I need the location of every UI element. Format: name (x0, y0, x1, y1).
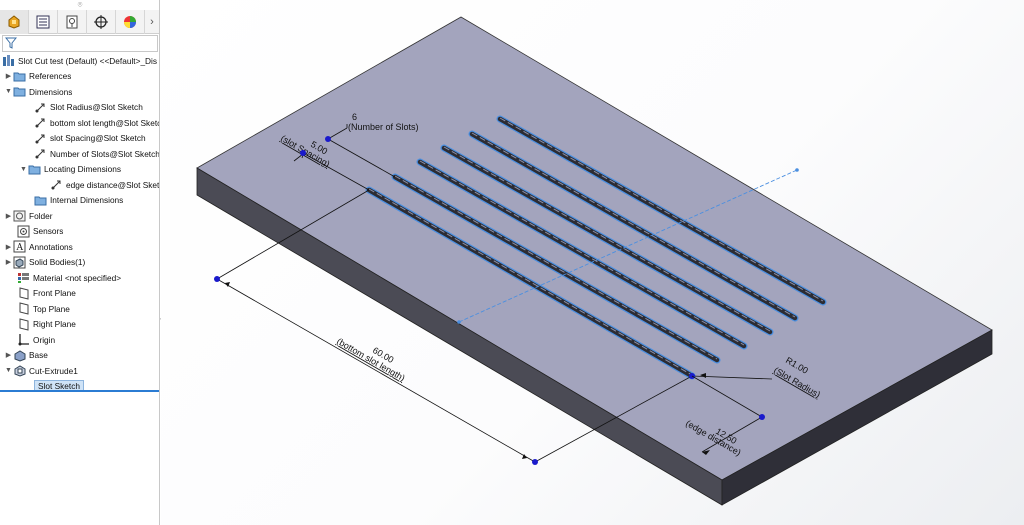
tab-dimxpert-manager[interactable] (87, 10, 116, 34)
expand-arrow-icon[interactable]: ▶ (5, 352, 12, 360)
dimension-icon (34, 101, 47, 114)
sensor-icon (17, 225, 30, 238)
folder-icon (34, 194, 47, 207)
slot-centerline (368, 188, 693, 376)
tree-item-dimension[interactable]: Number of Slots@Slot Sketch (0, 146, 159, 162)
expand-arrow-icon[interactable]: ▶ (5, 243, 12, 251)
plane-icon (17, 287, 30, 300)
plate-right-face[interactable] (721, 329, 993, 506)
tree-item-dimensions[interactable]: ▼ Dimensions (5, 85, 73, 98)
slot-centerline (471, 132, 796, 318)
tree-item-locating-dimensions[interactable]: ▼ Locating Dimensions (20, 163, 122, 176)
sketch-point[interactable] (300, 150, 306, 156)
graphics-viewport[interactable]: 6 (Number of Slots) 5.00 (slot Spacing) … (161, 0, 1024, 525)
svg-text:(Number of Slots): (Number of Slots) (348, 122, 419, 132)
cut-extrude-icon (13, 364, 26, 377)
slot-cut (417, 159, 747, 349)
dimension-icon (50, 178, 63, 191)
dimension-number-of-slots[interactable]: 6 (Number of Slots) (327, 112, 419, 140)
slot-centerline (419, 160, 745, 346)
dimension-icon (34, 147, 47, 160)
filter-icon (5, 37, 17, 49)
origin-icon (17, 333, 30, 346)
tab-feature-manager[interactable] (0, 10, 29, 34)
panel-grip[interactable]: ⌾ (77, 0, 83, 9)
collapse-arrow-icon[interactable]: ▼ (5, 88, 12, 96)
tree-item-solid-bodies[interactable]: ▶ Solid Bodies(1) (5, 256, 86, 269)
tree-item-right-plane[interactable]: Right Plane (0, 317, 159, 333)
sketch-point[interactable] (214, 276, 220, 282)
tree-item-sensors[interactable]: Sensors (0, 224, 159, 240)
tree-item-front-plane[interactable]: Front Plane (0, 286, 159, 302)
tree-item-top-plane[interactable]: Top Plane (0, 301, 159, 317)
slot-centerline (443, 146, 771, 332)
slot-cut (441, 145, 773, 335)
tree-item-references[interactable]: ▶ References (5, 70, 72, 83)
material-icon (17, 271, 30, 284)
tree-item-base[interactable]: ▶ Base (5, 349, 48, 362)
svg-text:6: 6 (352, 112, 357, 122)
tree-item-dimension[interactable]: slot Spacing@Slot Sketch (0, 131, 159, 147)
expand-arrow-icon[interactable]: ▶ (5, 73, 12, 81)
tree-item-material[interactable]: Material <not specified> (0, 270, 159, 286)
sketch-point[interactable] (457, 320, 461, 324)
collapse-arrow-icon[interactable]: ▼ (20, 165, 27, 173)
tree-filter[interactable] (2, 35, 158, 52)
configuration-manager-icon (66, 15, 78, 29)
svg-text:(bottom slot length): (bottom slot length) (335, 336, 407, 383)
extrude-icon (13, 349, 26, 362)
collapse-arrow-icon[interactable]: ▼ (5, 367, 12, 375)
tree-item-dimension[interactable]: bottom slot length@Slot Sketch (0, 115, 159, 131)
annotation-icon: A (13, 240, 26, 253)
svg-text:A: A (16, 243, 24, 253)
history-folder-icon (13, 209, 26, 222)
panel-tab-bar: › (0, 10, 159, 34)
chevron-right-icon[interactable]: › (150, 16, 154, 28)
expand-arrow-icon[interactable]: ▶ (5, 259, 12, 267)
expand-arrow-icon[interactable]: ▶ (5, 212, 12, 220)
tree-item-internal-dimensions[interactable]: Internal Dimensions (0, 193, 159, 209)
folder-icon (13, 70, 26, 83)
slot-cut (366, 187, 695, 379)
feature-manager-panel: ⌾ › Slot Cut test (Default) <<Default>_D… (0, 0, 160, 525)
feature-manager-icon (8, 15, 20, 29)
feature-tree: Slot Cut test (Default) <<Default>_Dis ▶… (0, 53, 159, 394)
tab-configuration-manager[interactable] (58, 10, 87, 34)
solid-body-icon (13, 256, 26, 269)
slot-cut (469, 131, 798, 321)
tree-divider (0, 390, 159, 392)
slot-group (365, 115, 827, 380)
tree-item-folder[interactable]: ▶ Folder (5, 209, 53, 222)
tab-property-manager[interactable] (29, 10, 58, 34)
sketch-point[interactable] (795, 168, 799, 172)
tree-item-dimension[interactable]: edge distance@Slot Sketch (0, 177, 159, 193)
model-scene: 6 (Number of Slots) 5.00 (slot Spacing) … (196, 16, 993, 506)
folder-icon (13, 85, 26, 98)
sketch-point[interactable] (325, 136, 331, 142)
appearance-icon (124, 16, 136, 28)
tree-root[interactable]: Slot Cut test (Default) <<Default>_Dis (0, 53, 159, 69)
sketch-point[interactable] (532, 459, 538, 465)
dimension-icon (34, 116, 47, 129)
plane-icon (17, 318, 30, 331)
tab-display-manager[interactable] (116, 10, 145, 34)
crosshair-icon (94, 15, 108, 29)
slot-cut (392, 174, 720, 363)
folder-icon (28, 163, 41, 176)
dimension-icon (34, 132, 47, 145)
slot-centerline (394, 175, 718, 360)
sketch-point[interactable] (759, 414, 765, 420)
tree-item-dimension[interactable]: Slot Radius@Slot Sketch (0, 100, 159, 116)
part-icon (2, 54, 15, 67)
slot-centerline (499, 117, 824, 302)
tree-item-annotations[interactable]: ▶ A Annotations (5, 240, 73, 254)
plane-icon (17, 302, 30, 315)
slot-cut (497, 116, 826, 305)
tree-item-cut-extrude[interactable]: ▼ Cut-Extrude1 (5, 364, 78, 377)
construction-line (458, 169, 798, 323)
property-manager-icon (36, 15, 50, 29)
tree-item-origin[interactable]: Origin (0, 332, 159, 348)
